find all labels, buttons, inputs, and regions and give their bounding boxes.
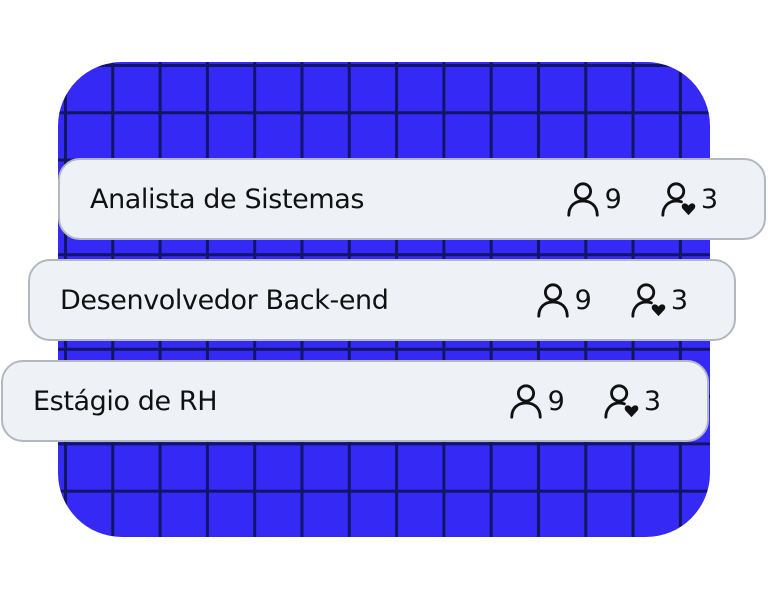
favorites-count: 3 (643, 385, 661, 417)
job-stats: 9 3 (534, 281, 734, 319)
job-title: Estágio de RH (33, 385, 218, 417)
candidates-stat: 9 (564, 180, 622, 218)
job-stats: 9 3 (564, 180, 764, 218)
job-title: Analista de Sistemas (90, 183, 365, 215)
favorites-count: 3 (670, 284, 688, 316)
job-stats: 9 3 (507, 382, 707, 420)
candidates-count: 9 (604, 183, 622, 215)
person-heart-icon (631, 283, 666, 318)
job-card-desenvolvedor-back-end[interactable]: Desenvolvedor Back-end 9 3 (28, 259, 736, 341)
person-heart-icon (661, 182, 696, 217)
favorites-stat: 3 (660, 180, 718, 218)
candidates-count: 9 (547, 385, 565, 417)
person-icon (566, 182, 599, 217)
candidates-count: 9 (574, 284, 592, 316)
job-card-estagio-de-rh[interactable]: Estágio de RH 9 3 (1, 360, 709, 442)
candidates-stat: 9 (507, 382, 565, 420)
favorites-stat: 3 (603, 382, 661, 420)
job-title: Desenvolvedor Back-end (60, 284, 389, 316)
person-heart-icon (604, 384, 639, 419)
candidates-stat: 9 (534, 281, 592, 319)
favorites-stat: 3 (630, 281, 688, 319)
person-icon (536, 283, 569, 318)
job-card-analista-de-sistemas[interactable]: Analista de Sistemas 9 3 (58, 158, 766, 240)
favorites-count: 3 (700, 183, 718, 215)
person-icon (509, 384, 542, 419)
